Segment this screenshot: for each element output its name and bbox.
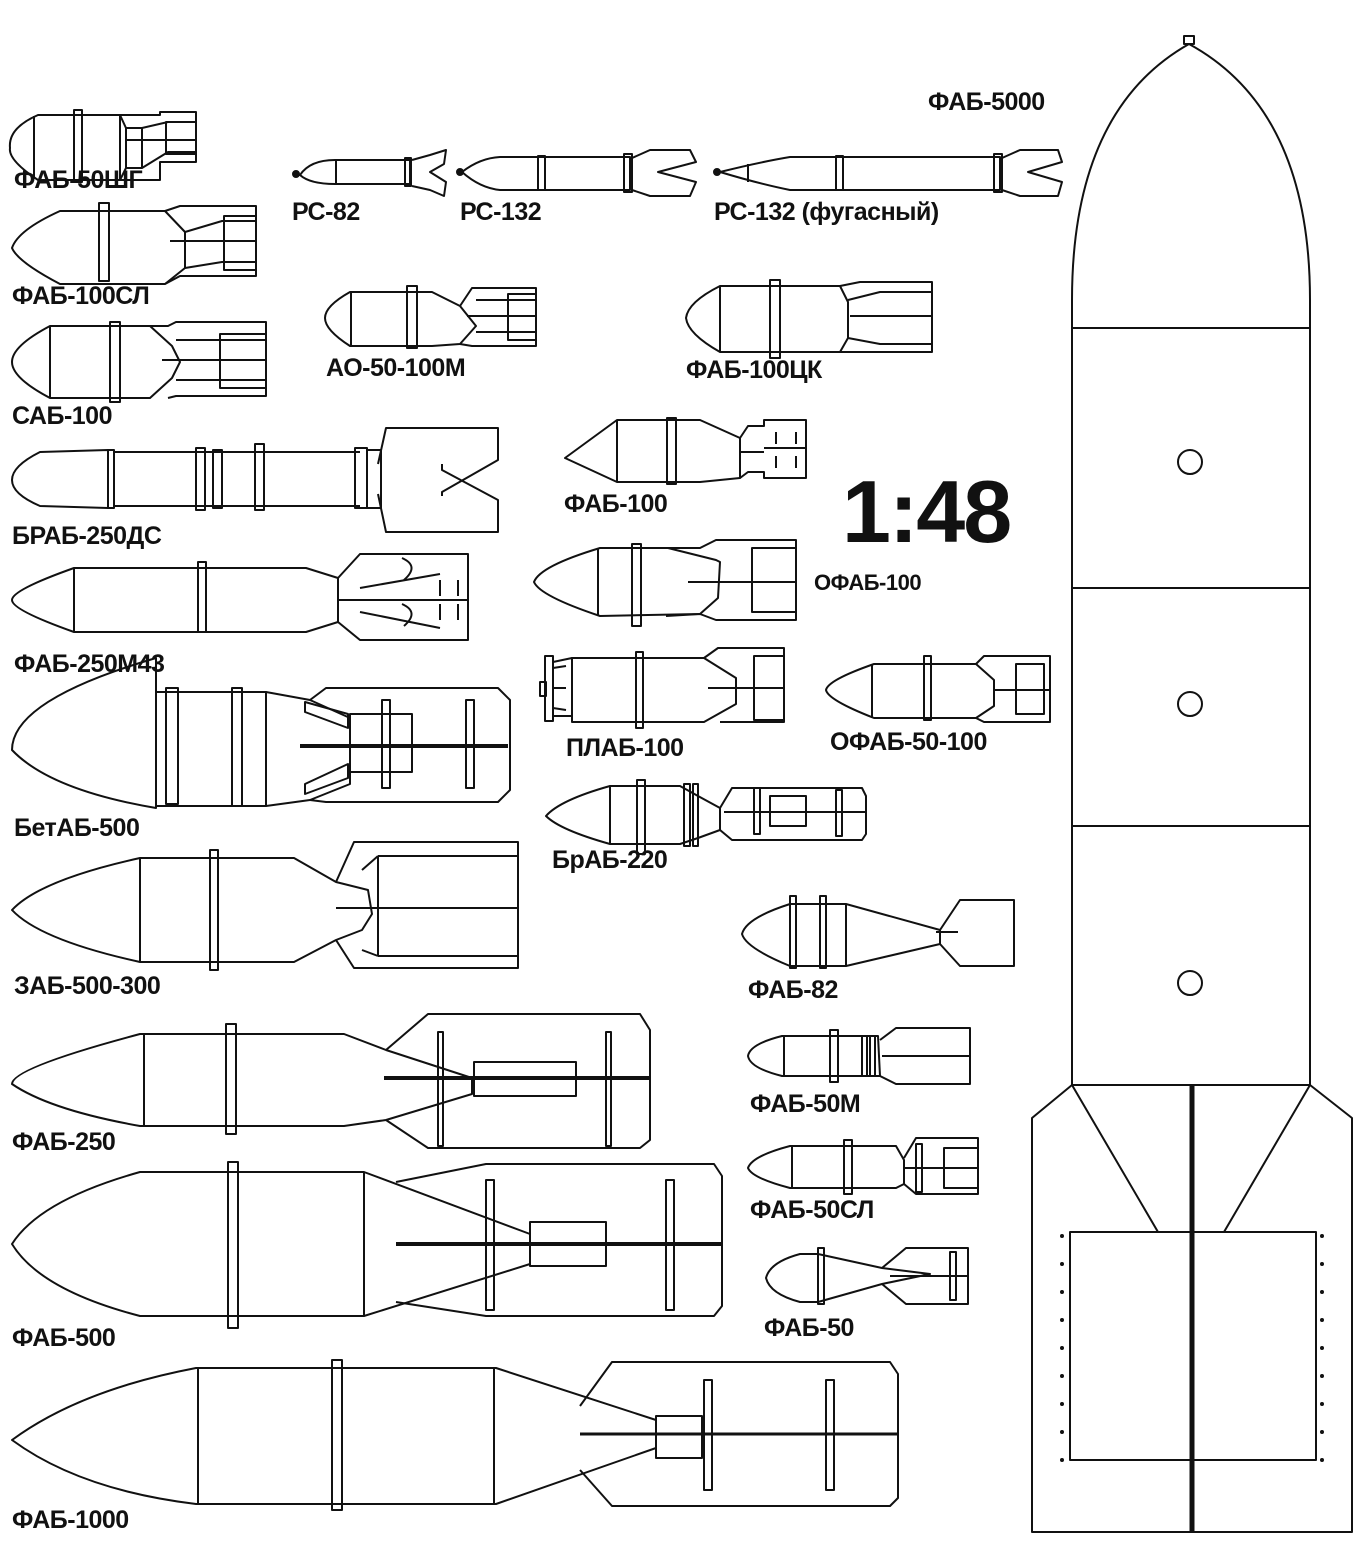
label-fab5000: ФАБ-5000: [928, 88, 1045, 116]
drawing-rs132f: [713, 149, 1063, 197]
label-fab50shg: ФАБ-50ШГ: [14, 166, 143, 194]
label-zab500300: ЗАБ-500-300: [14, 972, 161, 1000]
drawing-betab500: [11, 657, 511, 809]
drawing-fab82: [741, 895, 1015, 969]
drawing-plab100: [539, 647, 785, 729]
drawing-brab250ds: [11, 427, 499, 533]
drawing-fab50sl: [747, 1137, 979, 1195]
label-fab100sl: ФАБ-100СЛ: [12, 282, 150, 310]
label-fab50m: ФАБ-50М: [750, 1090, 861, 1118]
label-rs132-fugasny: РС-132 (фугасный): [714, 198, 939, 226]
label-rs132: РС-132: [460, 198, 542, 226]
drawing-ao50100m: [324, 285, 537, 349]
label-ofab100: ОФАБ-100: [814, 570, 922, 595]
label-fab100: ФАБ-100: [564, 490, 668, 518]
drawing-fab50m: [747, 1027, 971, 1085]
label-fab82: ФАБ-82: [748, 976, 838, 1004]
label-brab250ds: БРАБ-250ДС: [12, 522, 162, 550]
label-fab250: ФАБ-250: [12, 1128, 116, 1156]
drawing-fab100sl: [11, 202, 257, 285]
drawing-fab250m43: [11, 553, 469, 641]
label-fab1000: ФАБ-1000: [12, 1506, 129, 1534]
drawing-fab100ck: [685, 279, 933, 359]
scale-label: 1:48: [842, 462, 1012, 561]
label-ao50100m: АО-50-100М: [326, 354, 466, 382]
drawing-ofab50100: [825, 655, 1051, 723]
label-ofab50100: ОФАБ-50-100: [830, 728, 987, 756]
label-fab100ck: ФАБ-100ЦК: [686, 356, 822, 384]
label-fab50sl: ФАБ-50СЛ: [750, 1196, 874, 1224]
label-brab220: БрАБ-220: [552, 846, 668, 874]
drawing-rs82: [292, 149, 447, 197]
drawing-zab500300: [11, 841, 519, 971]
label-fab250m43: ФАБ-250М43: [14, 650, 165, 678]
drawing-fab500: [11, 1161, 723, 1329]
drawing-fab50: [765, 1247, 969, 1305]
label-sab100: САБ-100: [12, 402, 113, 430]
label-plab100: ПЛАБ-100: [566, 734, 684, 762]
drawing-rs132: [456, 149, 697, 197]
label-fab500: ФАБ-500: [12, 1324, 116, 1352]
drawing-fab1000: [11, 1359, 899, 1511]
drawing-sab100: [11, 321, 267, 403]
drawing-fab50shg: [8, 109, 197, 183]
drawing-ofab100: [533, 539, 797, 627]
drawing-fab250: [11, 1013, 651, 1149]
drawing-fab5000: [1031, 35, 1353, 1533]
label-rs82: РС-82: [292, 198, 360, 226]
label-betab500: БетАБ-500: [14, 814, 140, 842]
label-fab50: ФАБ-50: [764, 1314, 854, 1342]
drawing-brab220: [545, 779, 867, 855]
drawing-fab100: [564, 417, 807, 485]
